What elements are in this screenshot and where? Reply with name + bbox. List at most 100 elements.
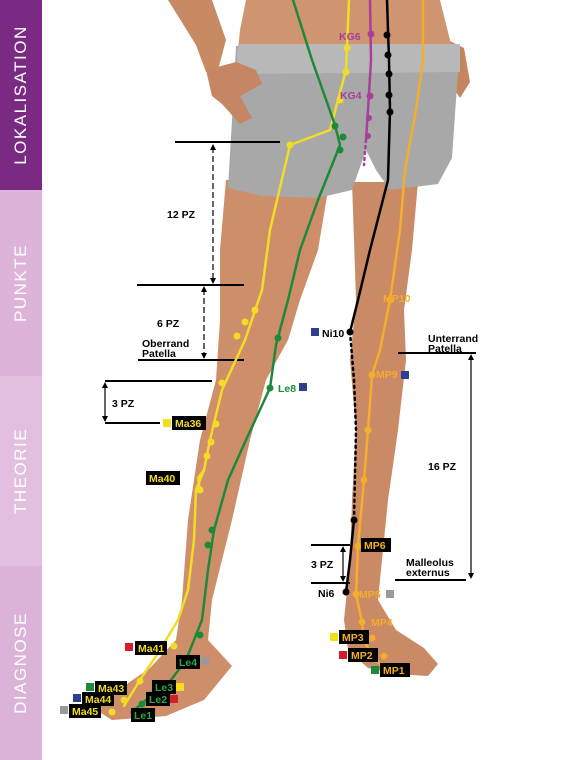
point-mp10[interactable] [386,296,394,304]
meridian-kidney-lower [344,518,356,594]
label-le3: Le3 [155,682,173,694]
point-ma43[interactable] [136,677,144,685]
point-mp6[interactable] [354,542,362,550]
point-kg-a [366,115,372,121]
point-mp4[interactable] [358,618,366,626]
label-mp10: MP10 [383,293,411,305]
tab-theorie-label: THEORIE [11,427,30,515]
point-le4[interactable] [196,631,204,639]
label-mp3: MP3 [342,632,364,644]
shorts-waistband [236,44,460,74]
marker-le8 [299,383,307,391]
point-mp9[interactable] [368,371,376,379]
leg-meridian-figure: KG6 KG4 12 PZ 6 PZ Oberrand Patella 3 PZ… [42,0,570,760]
label-ma40: Ma40 [149,473,175,485]
label-3pz-left: 3 PZ [112,398,135,410]
point-kg4[interactable] [366,92,374,100]
label-kg4: KG4 [340,90,362,102]
point-ma-knee-1 [218,379,226,387]
tab-lokalisation-label: LOKALISATION [11,25,30,165]
box-ma40 [146,471,180,485]
label-ni6: Ni6 [318,588,335,600]
label-boxes [69,416,410,722]
point-le-abd-2 [339,133,347,141]
text-labels: KG6 KG4 12 PZ 6 PZ Oberrand Patella 3 PZ… [72,31,478,722]
left-arm [168,0,226,72]
box-mp1 [380,663,410,677]
marker-ni10 [311,328,319,336]
left-leg [96,178,330,720]
point-le2[interactable] [138,700,146,708]
label-externus: externus [406,567,450,579]
label-unterrand: Unterrand [428,333,478,345]
box-le2 [146,692,170,706]
point-ma40[interactable] [196,486,204,494]
label-patella-right: Patella [428,343,462,355]
label-mp5: MP5 [359,589,381,601]
point-ni-abd-3 [385,70,393,78]
box-le3 [152,680,176,694]
label-ma36: Ma36 [175,418,201,430]
marker-mp5 [386,590,394,598]
label-3pz-right: 3 PZ [311,559,334,571]
point-ni6[interactable] [342,588,350,596]
marker-ma41 [125,643,133,651]
point-ma36[interactable] [212,420,220,428]
tab-punkte[interactable]: PUNKTE [0,190,42,376]
tab-punkte-label: PUNKTE [11,244,30,322]
marker-ma44 [73,694,81,702]
point-ma44[interactable] [120,696,128,704]
label-ma41: Ma41 [138,643,164,655]
point-ma-shin-2 [203,452,211,460]
box-ma44 [82,692,114,706]
point-mp3[interactable] [368,634,376,642]
meridian-conception-dotted [362,138,368,167]
point-mp2[interactable] [380,652,388,660]
point-ni-abd-5 [386,108,394,116]
tab-lokalisation[interactable]: LOKALISATION [0,0,42,190]
point-ma41[interactable] [170,642,178,650]
label-ma43: Ma43 [98,683,124,695]
point-ma-abd-3 [336,96,344,104]
point-mp-shin-1 [364,426,372,434]
box-ma43 [95,681,127,695]
marker-ma43 [86,683,94,691]
tab-theorie[interactable]: THEORIE [0,376,42,566]
point-ni10[interactable] [346,328,354,336]
right-leg [344,182,438,676]
marker-ma36 [163,419,171,427]
label-12pz: 12 PZ [167,209,196,221]
box-ma41 [135,641,167,655]
point-ma-thigh-3 [233,332,241,340]
box-le4 [176,655,200,669]
point-ma-abd-1 [343,44,351,52]
tab-diagnose[interactable]: DIAGNOSE [0,566,42,760]
label-ni10: Ni10 [322,328,344,340]
point-kg6[interactable] [367,30,375,38]
measurement-guides [102,141,476,584]
label-malleolus: Malleolus [406,557,454,569]
box-ma36 [172,416,206,430]
point-le-thigh-1 [274,334,282,342]
point-ma-abd-2 [342,68,350,76]
meridian-kidney [348,0,392,334]
marker-mp3 [330,633,338,641]
point-ma45[interactable] [108,708,116,716]
label-mp9: MP9 [376,369,398,381]
tab-diagnose-label: DIAGNOSE [11,612,30,714]
point-le-shin-1 [208,526,216,534]
meridian-conception [364,0,373,142]
marker-le3 [176,683,184,691]
label-patella-left: Patella [142,348,176,360]
point-mp5[interactable] [352,590,360,598]
label-16pz: 16 PZ [428,461,457,473]
point-ni-abd-2 [384,51,392,59]
point-ma-hip [286,141,294,149]
label-kg6: KG6 [339,31,361,43]
box-le1 [131,708,155,722]
marker-mp1 [371,666,379,674]
point-ni-abd-4 [385,91,393,99]
point-le8[interactable] [266,384,274,392]
point-ni-lower [350,516,358,524]
